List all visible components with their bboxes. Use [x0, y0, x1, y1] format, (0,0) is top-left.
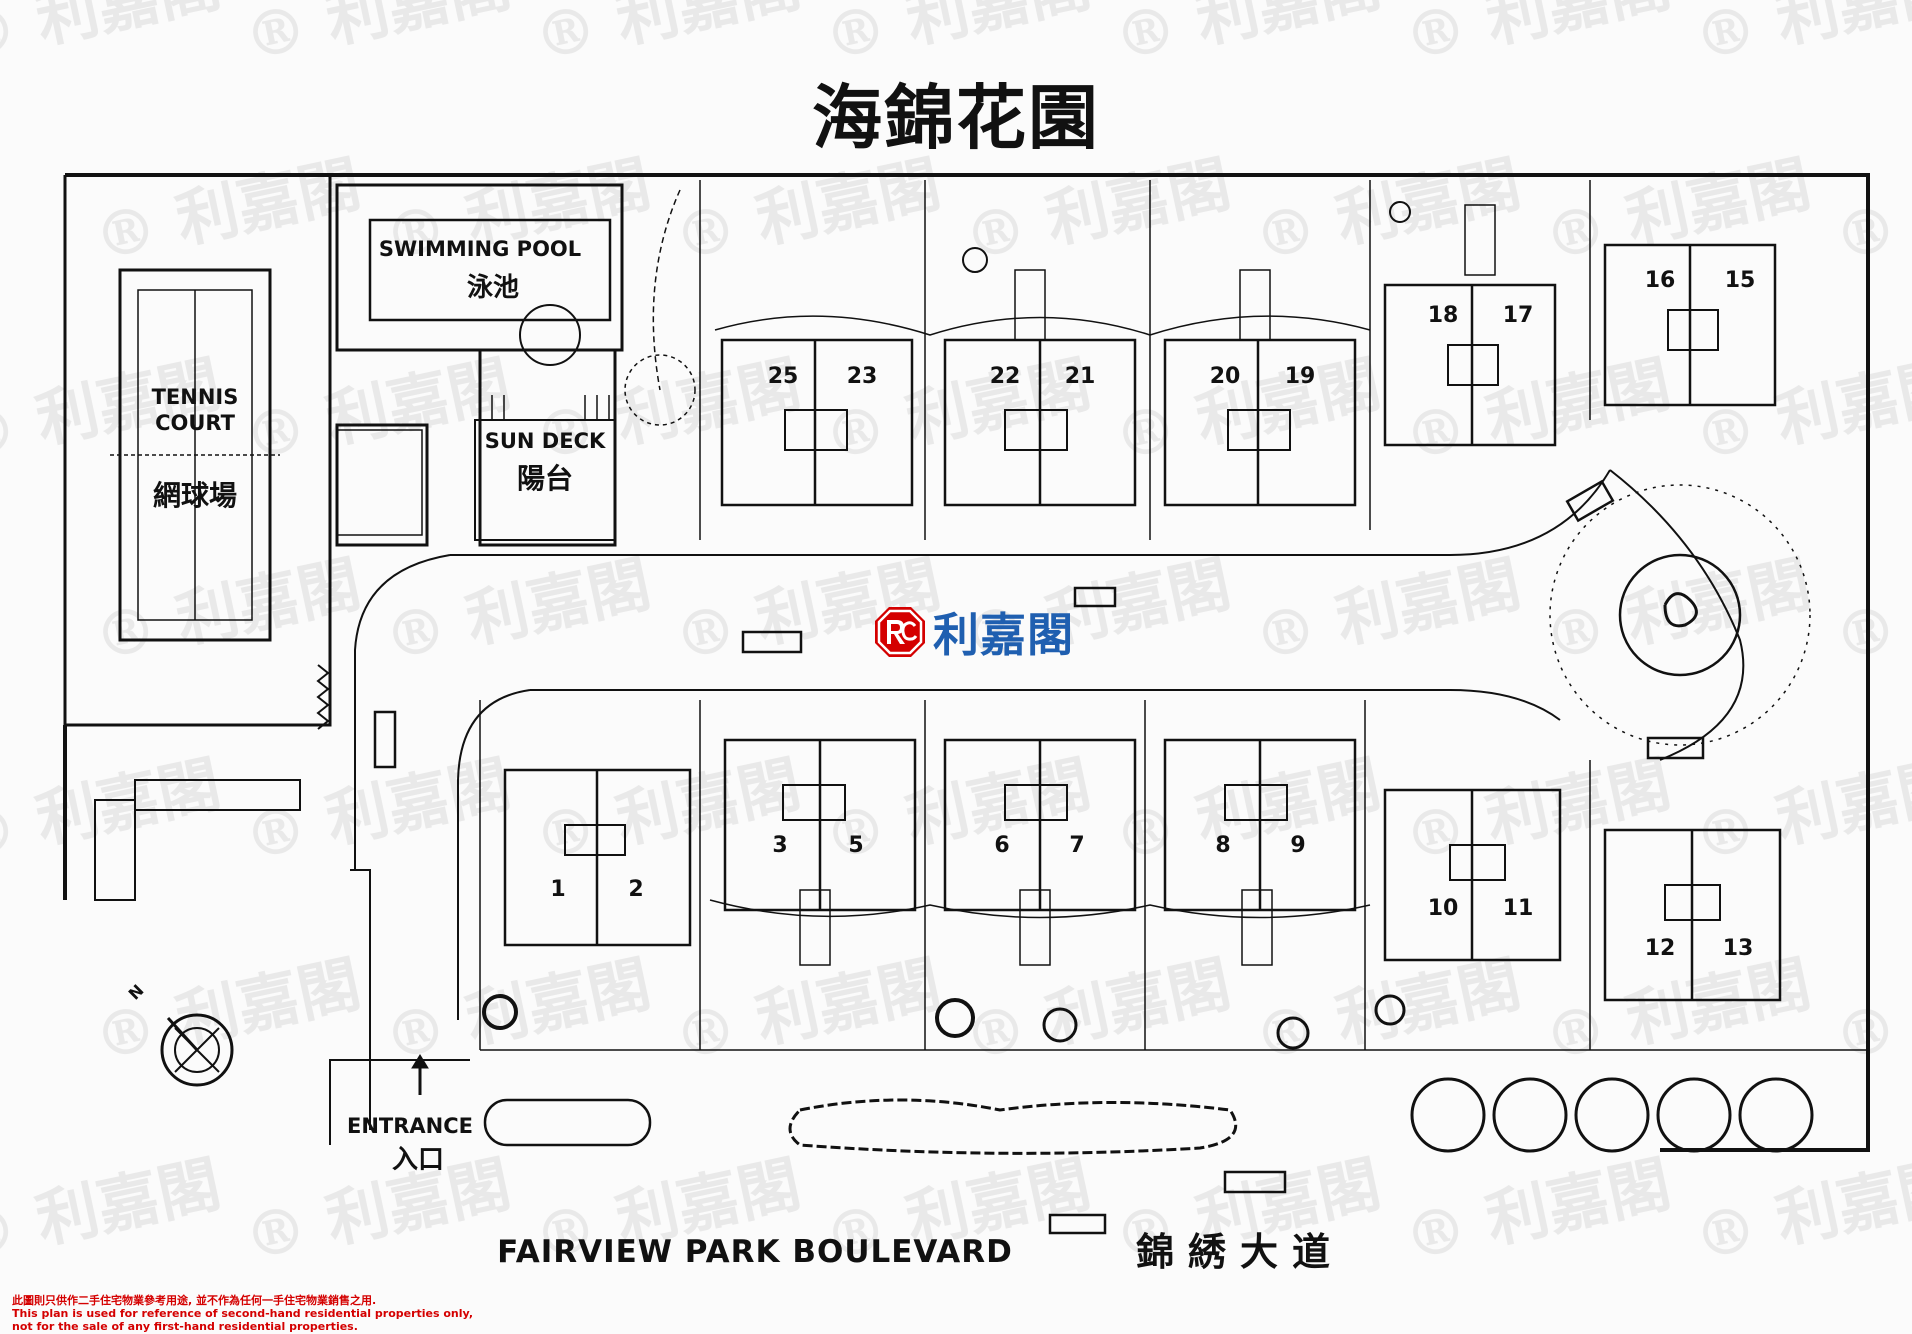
north-row-houses [699, 180, 1777, 540]
south-house-9: 9 [1290, 833, 1305, 858]
disclaimer-en-2: not for the sale of any first-hand resid… [12, 1320, 358, 1333]
south-row-houses [479, 700, 1868, 1051]
north-house-23: 23 [847, 364, 878, 389]
tennis-court-label-zh: 網球場 [153, 479, 237, 512]
tennis-court-label-en-1: TENNIS [152, 385, 239, 409]
south-house-3: 3 [772, 833, 787, 858]
entrance-label-zh: 入口 [392, 1145, 444, 1175]
tennis-court-label-en-2: COURT [155, 411, 236, 435]
south-house-8: 8 [1215, 833, 1230, 858]
south-house-10: 10 [1428, 896, 1459, 921]
north-house-18: 18 [1428, 303, 1459, 328]
entrance-label-en: ENTRANCE [347, 1114, 473, 1138]
south-house-7: 7 [1069, 833, 1084, 858]
roundabout [1549, 484, 1811, 746]
north-house-21: 21 [1065, 364, 1096, 389]
disclaimer-en-1: This plan is used for reference of secon… [12, 1307, 474, 1320]
south-house-13: 13 [1723, 936, 1754, 961]
north-house-20: 20 [1210, 364, 1241, 389]
south-house-2: 2 [628, 877, 643, 902]
north-house-17: 17 [1503, 303, 1534, 328]
south-house-12: 12 [1645, 936, 1676, 961]
swimming-pool-label-en: SWIMMING POOL [379, 237, 581, 261]
south-house-1: 1 [550, 877, 565, 902]
car-icons [373, 479, 1705, 1235]
estate-title: 海錦花園 [812, 77, 1100, 159]
south-house-6: 6 [994, 833, 1009, 858]
swimming-pool-label-zh: 泳池 [467, 273, 519, 303]
sun-deck [335, 395, 616, 547]
compass [160, 1013, 234, 1087]
north-house-22: 22 [990, 364, 1021, 389]
compass-north-label: N [125, 981, 148, 1004]
north-house-16: 16 [1645, 268, 1676, 293]
road-label-en: FAIRVIEW PARK BOULEVARD [497, 1234, 1013, 1270]
south-house-5: 5 [848, 833, 863, 858]
brand-logo-icon [875, 607, 925, 657]
brand-logo-text: 利嘉閣 [933, 608, 1074, 662]
road-label-zh: 錦綉大道 [1136, 1230, 1344, 1274]
landscaping [482, 189, 1814, 1155]
internal-road [350, 469, 1745, 1130]
north-house-19: 19 [1285, 364, 1316, 389]
north-house-25: 25 [768, 364, 799, 389]
tennis-court [110, 268, 280, 642]
south-house-11: 11 [1503, 896, 1534, 921]
disclaimer: 此圖則只供作二手住宅物業參考用途, 並不作為任何一手住宅物業銷售之用. This… [12, 1294, 473, 1333]
north-house-15: 15 [1725, 268, 1756, 293]
bridge-marks [94, 664, 330, 901]
sun-deck-label-en: SUN DECK [485, 429, 606, 453]
sun-deck-label-zh: 陽台 [517, 462, 573, 495]
entrance-arrow [329, 1054, 470, 1145]
brand-logo: 利嘉閣 [873, 604, 1074, 662]
disclaimer-zh: 此圖則只供作二手住宅物業參考用途, 並不作為任何一手住宅物業銷售之用. [12, 1294, 377, 1307]
